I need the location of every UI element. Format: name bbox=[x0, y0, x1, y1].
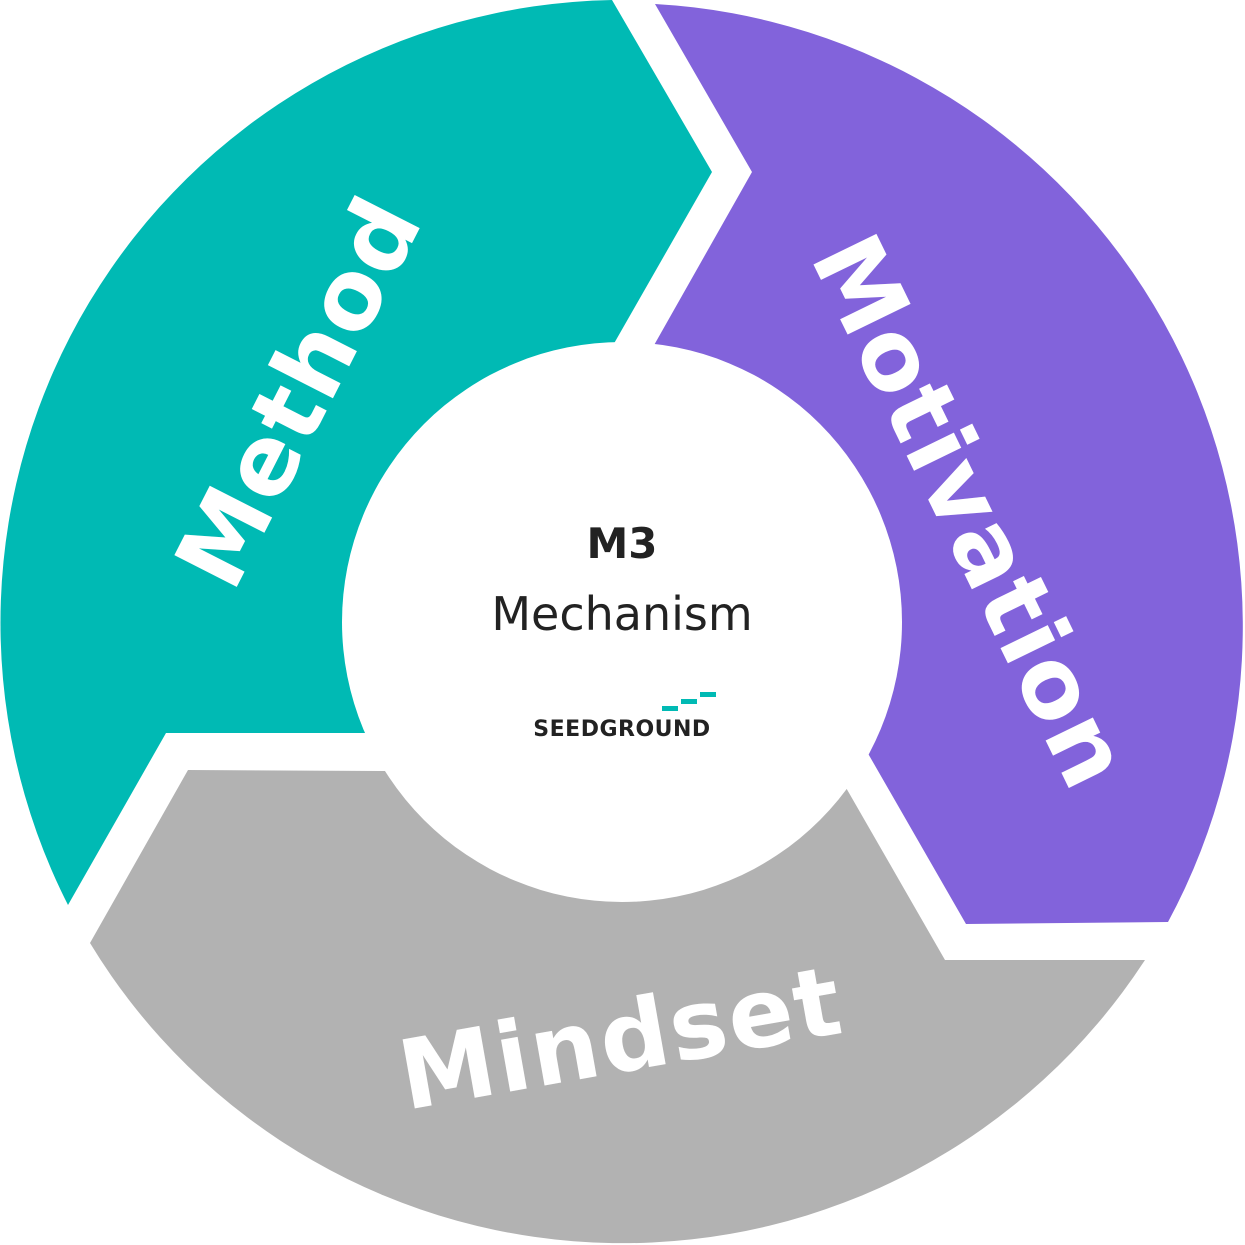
center-circle bbox=[342, 342, 902, 902]
center-title: M3 bbox=[586, 519, 657, 568]
brand-name: SEEDGROUND bbox=[533, 717, 710, 742]
stairs-dashes-icon bbox=[662, 692, 716, 711]
center-subtitle: Mechanism bbox=[491, 587, 752, 641]
mindset-segment bbox=[90, 770, 1145, 1244]
method-segment bbox=[0, 0, 713, 905]
motivation-segment bbox=[653, 4, 1243, 924]
